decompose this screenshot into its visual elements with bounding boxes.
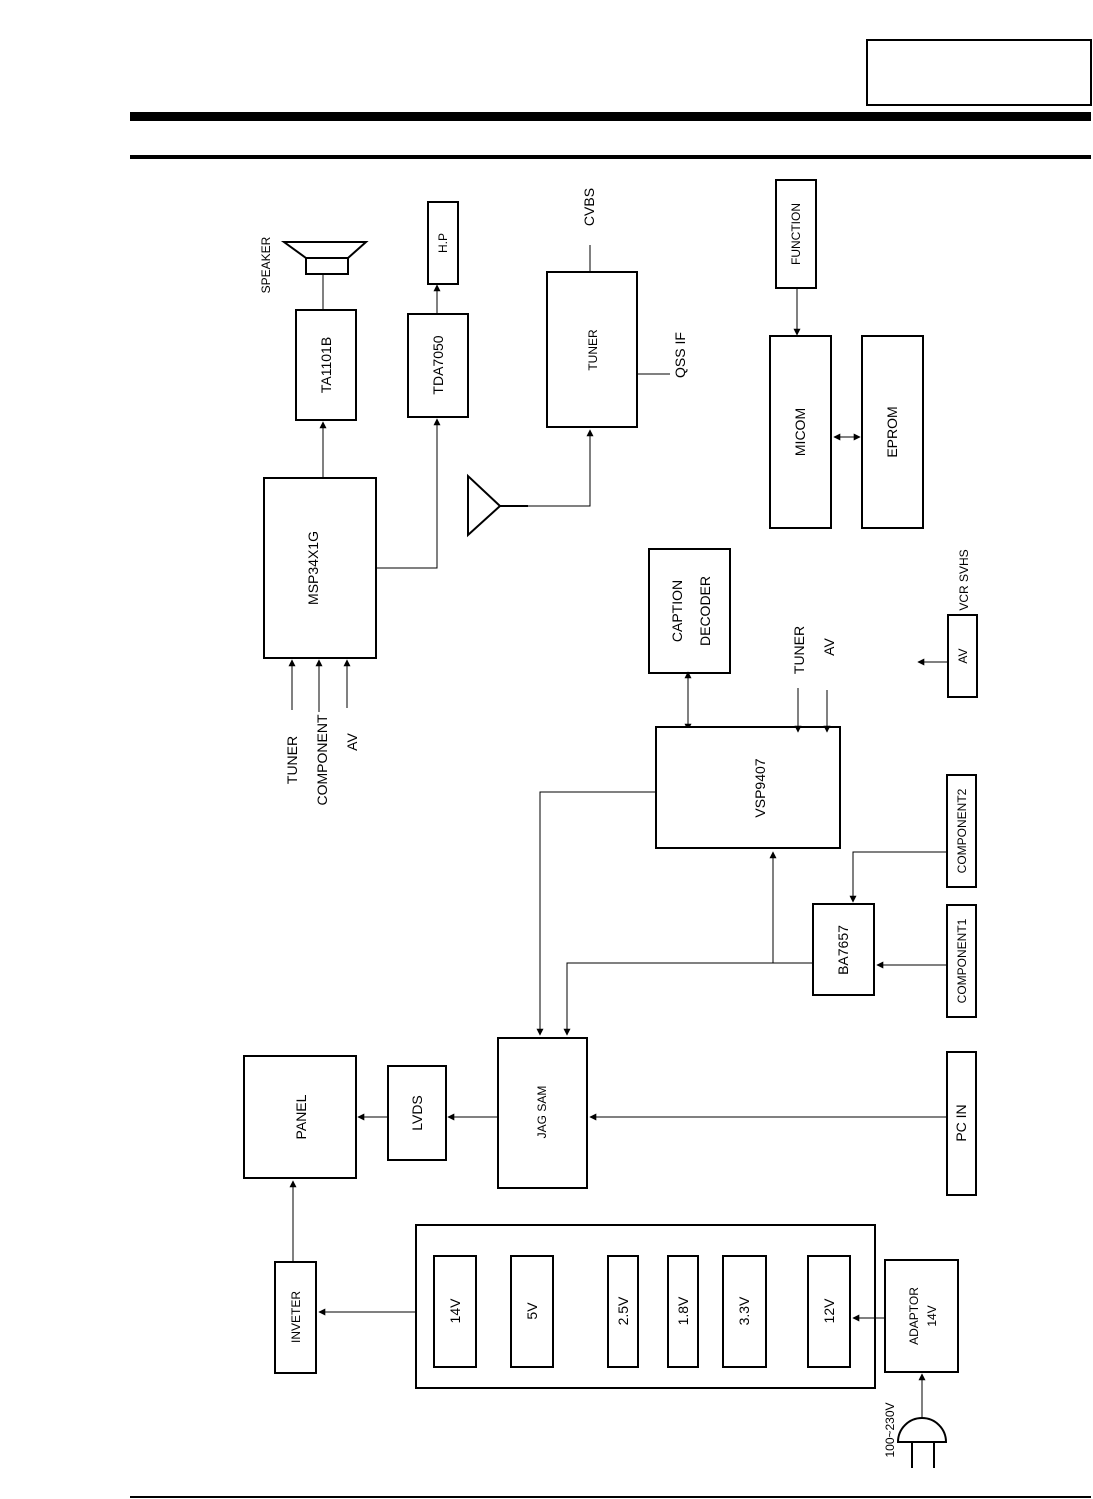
rail-1-8v-label: 1.8V	[675, 1296, 691, 1325]
tuner-module-block	[546, 271, 638, 428]
component2-label: COMPONENT2	[955, 788, 969, 873]
rail-1-8v-block	[667, 1255, 699, 1368]
vsp9407-label: VSP9407	[752, 758, 768, 817]
tda7050-label: TDA7050	[430, 335, 446, 394]
eprom-block	[861, 335, 924, 529]
msp-input-av-label: AV	[344, 733, 360, 751]
hp-label: H.P	[436, 233, 450, 253]
adaptor-block	[884, 1259, 959, 1373]
rail-3-3v-block	[722, 1255, 767, 1368]
tuner-module-label: TUNER	[586, 329, 600, 371]
vsp-input-tuner-label: TUNER	[791, 626, 807, 674]
msp34x1g-block	[263, 477, 377, 659]
jag-sam-block	[497, 1037, 588, 1189]
adaptor-label-line1: ADAPTOR	[907, 1287, 921, 1345]
av-out-block	[947, 614, 978, 698]
speaker-icon	[280, 241, 369, 275]
header-thick-rule	[130, 112, 1091, 121]
micom-block	[769, 335, 832, 529]
lvds-label: LVDS	[409, 1095, 425, 1131]
header-page-box	[866, 39, 1092, 106]
eprom-label: EPROM	[884, 406, 900, 457]
rail-12v-label: 12V	[821, 1298, 837, 1324]
ta1101b-block	[295, 309, 357, 421]
cvbs-label: CVBS	[581, 188, 597, 226]
panel-label: PANEL	[293, 1094, 309, 1139]
rail-3-3v-label: 3.3V	[736, 1296, 752, 1325]
rail-14v-block	[433, 1255, 477, 1368]
rail-12v-block	[807, 1255, 851, 1368]
micom-label: MICOM	[792, 408, 808, 456]
vsp9407-block	[655, 726, 841, 849]
pc-in-block	[946, 1051, 977, 1196]
rail-5v-block	[510, 1255, 554, 1368]
power-supply-block	[415, 1224, 876, 1389]
msp-input-component-label: COMPONENT	[314, 714, 330, 805]
function-label: FUNCTION	[789, 203, 803, 265]
component1-block	[946, 904, 977, 1018]
antenna-icon	[467, 473, 528, 538]
hp-block	[427, 201, 459, 285]
panel-block	[243, 1055, 357, 1179]
ta1101b-label: TA1101B	[318, 337, 334, 393]
ba7657-label: BA7657	[835, 925, 851, 975]
adaptor-label-line2: 14V	[925, 1305, 939, 1326]
rail-2-5v-block	[607, 1255, 639, 1368]
caption-label-line2: DECODER	[697, 576, 713, 646]
msp-input-tuner-label: TUNER	[284, 736, 300, 784]
component2-block	[946, 774, 977, 888]
rail-14v-label: 14V	[447, 1298, 463, 1324]
mains-plug-icon	[896, 1417, 948, 1468]
ba7657-block	[812, 903, 875, 996]
pc-in-label: PC IN	[953, 1104, 969, 1141]
qss-if-label: QSS IF	[672, 332, 688, 378]
inverter-block	[274, 1261, 317, 1374]
component1-label: COMPONENT1	[955, 918, 969, 1003]
caption-label-line1: CAPTION	[669, 580, 685, 642]
header-thin-rule	[130, 155, 1091, 159]
inverter-label: INVETER	[289, 1291, 303, 1343]
mains-voltage-label: 100~230V	[883, 1402, 897, 1457]
vcr-svhs-label: VCR SVHS	[957, 549, 971, 610]
lvds-block	[387, 1065, 447, 1161]
rail-2-5v-label: 2.5V	[615, 1296, 631, 1325]
vsp-input-av-label: AV	[821, 638, 837, 656]
speaker-label: SPEAKER	[259, 236, 273, 293]
jag-sam-label: JAG SAM	[535, 1086, 549, 1139]
av-out-label: AV	[956, 648, 970, 663]
msp34x1g-label: MSP34X1G	[305, 531, 321, 605]
function-block	[775, 179, 817, 289]
footer-rule	[130, 1496, 1091, 1498]
rail-5v-label: 5V	[524, 1302, 540, 1320]
caption-decoder-block	[648, 548, 731, 674]
tda7050-block	[407, 313, 469, 418]
